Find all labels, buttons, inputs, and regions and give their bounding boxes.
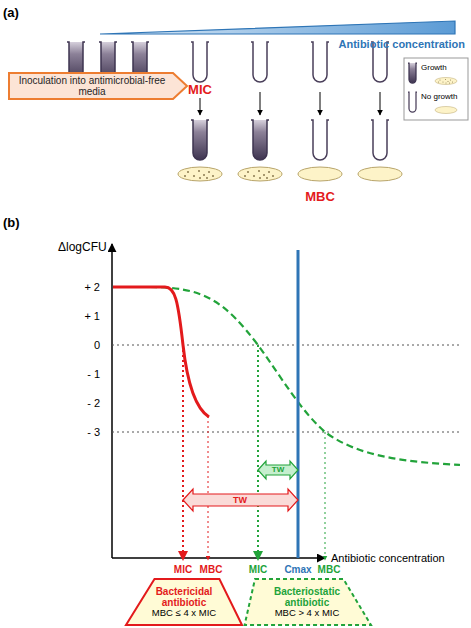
bacteriostatic-trapezoid-shape [245, 579, 371, 625]
panel-label: (a) [3, 6, 19, 19]
tick-label: - 1 [87, 369, 100, 380]
clear-tube [311, 42, 329, 82]
mic-drop-line [182, 345, 184, 560]
legend-clear-tube [408, 92, 417, 112]
subculture-arrow [320, 92, 321, 115]
growth-tube [251, 120, 269, 160]
tick-label: 0 [94, 340, 100, 351]
clear-tube [311, 120, 329, 160]
bactericidal-curve [113, 287, 209, 417]
class-heading: Bactericidal antibiotic [147, 586, 222, 608]
agar-plate-growth [178, 167, 222, 181]
tick-label: - 3 [87, 427, 100, 438]
legend-growth-plate [435, 78, 457, 85]
bacteriostatic-curve [150, 287, 460, 465]
tick-label: - 2 [87, 398, 100, 409]
subculture-arrow [260, 92, 261, 115]
panel-label: (b) [3, 216, 20, 229]
node-content: Bacteriostatic antibioticMBC > 4 x MIC [267, 586, 347, 618]
legend-empty-plate [435, 107, 457, 114]
clear-tube [251, 42, 269, 82]
agar-plate-growth [238, 167, 282, 181]
x-axis [112, 557, 325, 559]
axis-label: Antibiotic concentration [331, 553, 445, 564]
legend-growth-tube [408, 63, 417, 83]
cmax-label: Cmax [284, 565, 311, 575]
clear-tube [371, 120, 389, 160]
agar-plate-empty [298, 167, 342, 181]
bactericidal-trapezoid-shape [126, 579, 242, 625]
mic-drop-line [257, 345, 259, 560]
agar-plate-empty [358, 167, 402, 181]
clear-tube [191, 42, 209, 82]
zero-gridline [112, 345, 462, 346]
node-content: Bactericidal antibioticMBC ≤ 4 x MIC [147, 586, 222, 618]
mic-label: MIC [249, 565, 267, 575]
mbc-label: MBC [305, 190, 335, 203]
mbc-criterion: MBC ≤ 4 x MIC [152, 608, 216, 618]
mic-label: MIC [188, 83, 212, 96]
cmax-line [297, 250, 300, 558]
bactericidal-trapezoid: Bactericidal antibioticMBC ≤ 4 x MIC [125, 578, 243, 626]
y-axis [111, 244, 113, 558]
inoculation-arrow-box: Inoculation into antimicrobial-free medi… [8, 72, 188, 100]
subculture-arrow [200, 98, 201, 115]
axis-label: ΔlogCFU [58, 241, 107, 253]
inoculation-arrow-box-shape [9, 73, 187, 99]
mbc-drop-line [208, 416, 209, 560]
window-label: TW [233, 496, 247, 505]
growth-tube [191, 120, 209, 160]
window-label: TW [272, 466, 284, 474]
axis-label: Antibiotic concentration [339, 39, 466, 50]
concentration-wedge [100, 21, 455, 34]
legend-text: Growth [421, 64, 447, 72]
class-heading: Bacteriostatic antibiotic [267, 586, 347, 608]
window-arrow [258, 461, 298, 479]
window-arrow [183, 489, 298, 511]
legend-text: No growth [421, 93, 457, 101]
kill-gridline [112, 432, 462, 433]
inoculation-text: Inoculation into antimicrobial-free medi… [17, 75, 167, 97]
bacteriostatic-trapezoid: Bacteriostatic antibioticMBC > 4 x MIC [242, 578, 372, 626]
mic-label: MIC [174, 565, 192, 575]
mbc-label: MBC [318, 565, 341, 575]
mbc-label: MBC [200, 565, 223, 575]
tick-label: + 1 [84, 311, 100, 322]
mbc-drop-line [325, 432, 326, 560]
subculture-arrow [380, 92, 381, 115]
legend-box [404, 58, 468, 120]
node-content: Inoculation into antimicrobial-free medi… [17, 75, 167, 97]
tick-label: + 2 [84, 282, 100, 293]
mbc-criterion: MBC > 4 x MIC [275, 608, 340, 618]
